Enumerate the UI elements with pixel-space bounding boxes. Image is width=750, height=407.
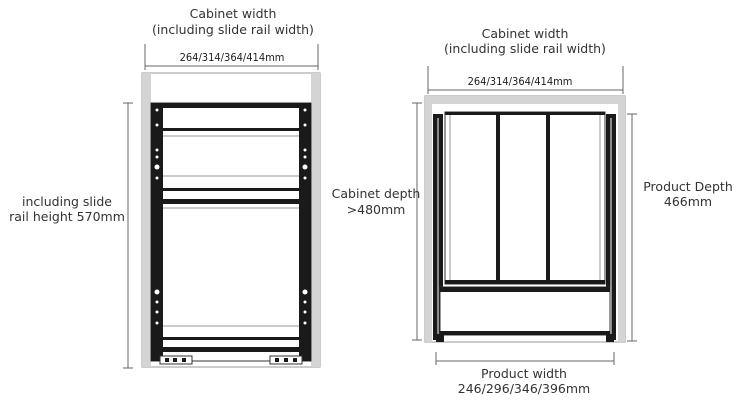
side-product-width-line2: 246/296/346/396mm	[458, 381, 590, 396]
front-bar-bottom-2	[163, 347, 299, 352]
side-width-value: 264/314/364/414mm	[468, 75, 573, 88]
side-cabinet-depth-line1: Cabinet depth	[332, 186, 421, 201]
side-width-title-line2: (including slide rail width)	[444, 41, 606, 56]
front-bar-bottom-1	[163, 337, 299, 340]
front-height-line2: rail height 570mm	[9, 209, 125, 224]
front-cabinet-side-right	[311, 73, 320, 367]
front-rail-right	[299, 103, 311, 361]
front-view: Cabinet width (including slide rail widt…	[9, 6, 321, 369]
front-height-line1: including slide	[22, 194, 112, 209]
side-cabinet-wall-right	[618, 104, 625, 342]
front-bar-top	[163, 103, 299, 108]
side-product-depth-line1: Product Depth	[643, 179, 733, 194]
side-foot-left	[436, 334, 444, 342]
side-basket-divider-1	[496, 115, 500, 283]
front-width-title-line2: (including slide rail width)	[152, 22, 314, 37]
front-bar-lower	[163, 199, 299, 204]
front-rail-left	[151, 103, 163, 361]
front-width-value: 264/314/364/414mm	[180, 51, 285, 64]
side-foot-right	[606, 334, 614, 342]
front-bar-upper	[163, 128, 299, 131]
side-view: Cabinet width (including slide rail widt…	[332, 26, 733, 396]
side-basket-frame	[444, 111, 606, 285]
side-cabinet-depth-line2: >480mm	[347, 202, 406, 217]
side-width-title-line1: Cabinet width	[482, 26, 569, 41]
front-bar-mid	[163, 188, 299, 191]
side-product-depth-line2: 466mm	[664, 194, 712, 209]
front-cabinet-side-left	[142, 73, 151, 367]
front-cabinet-outline	[141, 72, 321, 368]
side-product-width-line1: Product width	[481, 366, 567, 381]
front-width-title-line1: Cabinet width	[190, 6, 277, 21]
side-base-tray	[439, 286, 611, 336]
front-rail-holes	[154, 108, 308, 325]
side-basket-divider-2	[546, 115, 550, 283]
side-cabinet-top	[425, 96, 625, 104]
side-cabinet-wall-left	[425, 104, 432, 342]
